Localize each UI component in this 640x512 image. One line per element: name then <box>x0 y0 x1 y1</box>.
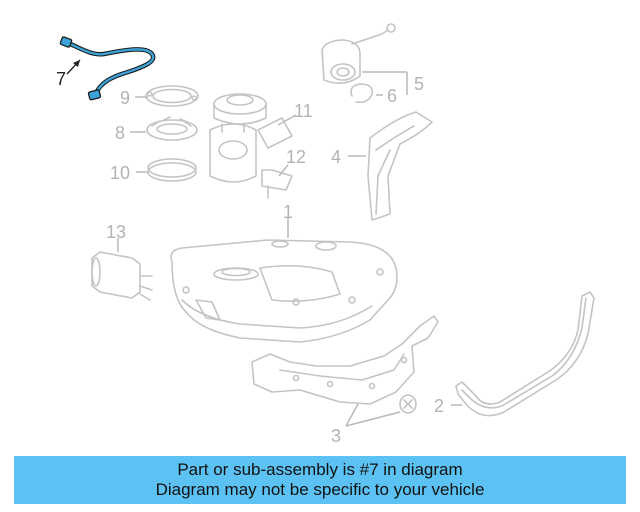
callout-2-label: 2 <box>434 396 444 416</box>
part-12-fuel-level-sensor <box>261 169 293 199</box>
part-6-snap-ring <box>350 83 374 104</box>
info-banner: Part or sub-assembly is #7 in diagram Di… <box>14 456 626 504</box>
part-11-fuel-pump-module <box>209 93 293 183</box>
callout-7: 7 <box>56 59 81 89</box>
callout-3-label: 3 <box>331 426 341 446</box>
banner-line-2: Diagram may not be specific to your vehi… <box>155 480 485 499</box>
callout-13-label: 13 <box>106 222 126 242</box>
part-5-filler-cap <box>321 23 396 84</box>
part-2-tank-strap <box>455 291 595 417</box>
part-1-fuel-tank <box>170 239 398 343</box>
banner-line-1: Part or sub-assembly is #7 in diagram <box>177 460 463 479</box>
part-9-gasket <box>145 85 199 107</box>
parts-diagram: 7 9 8 10 11 12 <box>56 23 595 446</box>
callout-7-label: 7 <box>56 69 66 89</box>
part-7-wiring-harness[interactable] <box>59 36 156 101</box>
part-4-filler-neck <box>367 111 433 221</box>
callout-9-label: 9 <box>120 88 130 108</box>
callout-8-label: 8 <box>115 123 125 143</box>
callout-1-label: 1 <box>283 202 293 222</box>
callout-10-label: 10 <box>110 163 130 183</box>
callout-4-label: 4 <box>331 147 341 167</box>
part-8-lock-ring <box>146 116 198 141</box>
part-10-seal <box>147 158 197 182</box>
callout-5-label: 5 <box>414 74 424 94</box>
part-13-fuel-filter <box>91 251 153 301</box>
callout-11-label: 11 <box>294 101 313 121</box>
callout-12-label: 12 <box>286 147 306 167</box>
callout-6-label: 6 <box>387 86 397 106</box>
part-3-heat-shields <box>251 315 439 414</box>
